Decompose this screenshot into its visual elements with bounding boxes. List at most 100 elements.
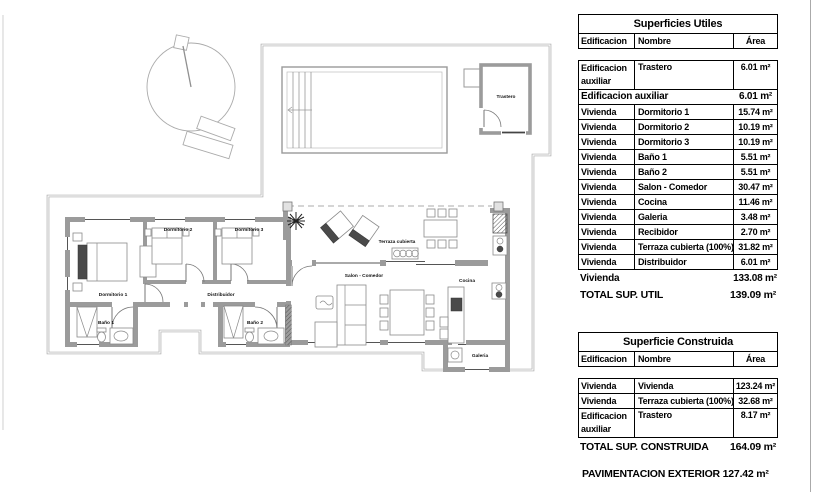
col-header-area: Área — [745, 354, 766, 364]
cell-area: 10.19 m² — [738, 137, 773, 147]
subtotal-value: 6.01 m² — [738, 91, 773, 102]
cell-nombre: Terraza cubierta (100%) — [635, 240, 734, 254]
cell-nombre: Vivienda — [635, 379, 734, 393]
cell-area: 6.01 m² — [740, 257, 771, 267]
cell-area: 8.17 m² — [740, 410, 771, 420]
cell-area: 5.51 m² — [740, 152, 771, 162]
plant-icon — [287, 212, 305, 230]
total-value: 139.09 m² — [729, 289, 777, 301]
cell-edificacion: Vivienda — [579, 195, 635, 209]
cell-area: 30.47 m² — [738, 182, 773, 192]
tree — [146, 34, 236, 132]
cell-area: 6.01 m² — [740, 62, 771, 72]
cell-nombre: Cocina — [635, 195, 734, 209]
table-body: Vivienda Vivienda 123.24 m² Vivienda Ter… — [578, 378, 778, 438]
cell-edificacion: Vivienda — [579, 240, 635, 254]
cell-edificacion: Vivienda — [579, 210, 635, 224]
galeria-room: Galeria — [447, 347, 489, 363]
floor-plan: Trastero — [2, 15, 552, 430]
bedroom-1: Dormitorio 1 — [72, 232, 157, 298]
room-label-dormitorio-2: Dormitorio 2 — [164, 227, 193, 233]
table-title: Superficies Utiles — [579, 15, 777, 34]
property-boundary — [46, 43, 552, 372]
cell-nombre: Galeria — [635, 210, 734, 224]
doors — [111, 263, 313, 330]
bedroom-2: Dormitorio 2 — [144, 227, 193, 265]
living-room: Salon - Comedor — [314, 273, 435, 348]
cell-nombre: Recibidor — [635, 225, 734, 239]
cell-nombre: Trastero — [635, 61, 734, 89]
cell-edificacion: Vivienda — [579, 180, 635, 194]
cell-edificacion: Vivienda — [579, 394, 635, 408]
total-label: TOTAL SUP. CONSTRUIDA — [580, 441, 709, 453]
total-sup-util: TOTAL SUP. UTIL 139.09 m² — [578, 287, 778, 303]
room-label-distribuidor: Distribuidor — [207, 292, 234, 298]
table-row: Vivienda Distribuidor 6.01 m² — [579, 254, 777, 269]
cell-area: 15.74 m² — [738, 107, 773, 117]
subtotal-row: Edificacion auxiliar 6.01 m² — [579, 89, 777, 104]
table-row: Vivienda Baño 2 5.51 m² — [579, 164, 777, 179]
cell-area: 11.46 m² — [738, 197, 773, 207]
bathroom-1: Baño 1 — [76, 306, 134, 345]
table-row: Vivienda Vivienda 123.24 m² — [579, 379, 777, 393]
cell-edificacion: Vivienda — [579, 150, 635, 164]
bathroom-2: Baño 2 — [223, 305, 285, 345]
cell-area: 32.68 m² — [738, 396, 773, 406]
total-value: 164.09 m² — [729, 441, 777, 453]
cell-edificacion: Vivienda — [579, 379, 635, 393]
cell-area: 3.48 m² — [740, 212, 771, 222]
cell-nombre: Salon - Comedor — [635, 180, 734, 194]
table-superficies-utiles: Superficies Utiles Edificacion Nombre Ár… — [578, 14, 778, 303]
col-header-nombre: Nombre — [635, 352, 734, 366]
cell-area: 123.24 m² — [735, 381, 776, 391]
cell-edificacion: Edificacion auxiliar — [579, 409, 635, 437]
room-label-dormitorio-3: Dormitorio 3 — [235, 227, 264, 233]
room-label-trastero: Trastero — [497, 94, 516, 100]
table-row: Vivienda Dormitorio 3 10.19 m² — [579, 134, 777, 149]
room-label-bano-2: Baño 2 — [247, 320, 263, 326]
col-header-nombre: Nombre — [635, 34, 734, 48]
table-row: Vivienda Galeria 3.48 m² — [579, 209, 777, 224]
cell-nombre: Trastero — [635, 409, 734, 437]
room-label-salon: Salon - Comedor — [345, 273, 384, 279]
sheet-frame-right — [810, 0, 811, 492]
total-sup-construida: TOTAL SUP. CONSTRUIDA 164.09 m² — [578, 439, 778, 455]
table-row: Vivienda Terraza cubierta (100%) 32.68 m… — [579, 393, 777, 408]
windows — [65, 217, 489, 372]
cell-area: 2.70 m² — [740, 227, 771, 237]
cell-edificacion: Vivienda — [579, 135, 635, 149]
cell-area: 5.51 m² — [740, 167, 771, 177]
cell-nombre: Dormitorio 1 — [635, 105, 734, 119]
cell-area: 31.82 m² — [738, 242, 773, 252]
cell-nombre: Distribuidor — [635, 255, 734, 269]
table-superficie-construida: Superficie Construida Edificacion Nombre… — [578, 332, 778, 455]
total-label: TOTAL SUP. UTIL — [580, 289, 664, 301]
room-label-bano-1: Baño 1 — [98, 320, 114, 326]
room-label-galeria: Galeria — [472, 353, 489, 359]
cell-edificacion: Vivienda — [579, 255, 635, 269]
cell-nombre: Baño 1 — [635, 150, 734, 164]
room-label-terraza: Terraza cubierta — [379, 239, 416, 245]
terrace: Terraza cubierta — [282, 201, 508, 260]
cell-nombre: Terraza cubierta (100%) — [635, 394, 734, 408]
cell-area: 10.19 m² — [738, 122, 773, 132]
table-row: Vivienda Recibidor 2.70 m² — [579, 224, 777, 239]
col-header-edificacion: Edificacion — [579, 34, 635, 48]
cell-nombre: Baño 2 — [635, 165, 734, 179]
table-row: Edificacion auxiliar Trastero 8.17 m² — [579, 408, 777, 437]
subtotal-label: Vivienda — [580, 273, 620, 284]
table-row: Vivienda Dormitorio 2 10.19 m² — [579, 119, 777, 134]
table-row: Vivienda Salon - Comedor 30.47 m² — [579, 179, 777, 194]
table-header: Edificacion Nombre Área — [579, 352, 777, 366]
cell-edificacion: Vivienda — [579, 105, 635, 119]
room-label-dormitorio-1: Dormitorio 1 — [99, 292, 128, 298]
subtotal-value: 133.08 m² — [733, 273, 777, 284]
trastero-building: Trastero — [463, 63, 532, 136]
swimming-pool — [281, 66, 448, 154]
kitchen: Cocina — [439, 278, 507, 344]
table-row: Vivienda Terraza cubierta (100%) 31.82 m… — [579, 239, 777, 254]
sun-loungers — [182, 115, 236, 160]
bedroom-3: Dormitorio 3 — [214, 227, 264, 265]
table-body: Edificacion auxiliar Trastero 6.01 m² Ed… — [578, 60, 778, 270]
